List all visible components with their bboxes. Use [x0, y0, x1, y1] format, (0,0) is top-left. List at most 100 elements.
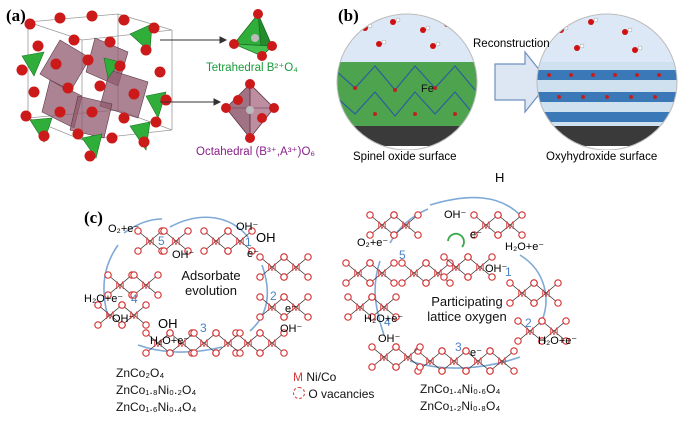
- metal-symbol: M: [199, 338, 208, 350]
- metal-symbol: M: [377, 268, 386, 280]
- formula-znco18ni02o4: ZnCo₁.₈Ni₀.₂O₄: [116, 383, 197, 397]
- m-o-motif: M: [494, 211, 526, 239]
- oxygen-atom: [86, 10, 98, 22]
- oxygen-atom: [62, 82, 74, 94]
- oxygen-atom: [114, 60, 126, 72]
- oxygen-atoms: [16, 10, 172, 162]
- oxygen-atom: [154, 66, 166, 78]
- e-minus-left-a: e⁻: [247, 248, 259, 260]
- metal-symbol: M: [497, 356, 506, 368]
- oxygen-atom: [138, 136, 150, 148]
- lattice-line-1: Participating: [431, 294, 503, 309]
- oxygen-atom: [104, 36, 116, 48]
- fe-label: Fe: [421, 83, 434, 95]
- oxygen-atom: [68, 34, 80, 46]
- metal-symbol: M: [177, 338, 186, 350]
- oxygen-atom: [50, 58, 62, 70]
- metal-symbol: M: [517, 288, 526, 300]
- oxygen-atom: [54, 106, 66, 118]
- surface-reconstruction-illustration: Fe: [336, 13, 678, 150]
- water-e-left-b: H₂O+e⁻: [150, 335, 190, 347]
- metal-symbol: M: [403, 352, 412, 364]
- metal-symbol: M: [433, 268, 442, 280]
- oh-minus-left-c: OH⁻: [112, 313, 135, 325]
- oxygen-atom: [24, 18, 36, 30]
- oxygen-atom: [72, 128, 84, 140]
- left-step-5: 5: [158, 234, 165, 248]
- formula-znco14ni06o4: ZnCo₁.₄Ni₀.₆O₄: [420, 382, 501, 396]
- left-step-3: 3: [200, 321, 207, 335]
- oh-left-bottom: OH: [158, 316, 178, 331]
- tetrahedral-label: Tetrahedral B²⁺O₄: [206, 62, 298, 74]
- right-step-3: 3: [455, 340, 462, 354]
- metal-symbol: M: [481, 220, 490, 232]
- metal-symbol: M: [475, 262, 484, 274]
- metal-symbol: M: [115, 280, 124, 292]
- metal-symbol: M: [243, 338, 252, 350]
- m-o-motif: M: [130, 271, 162, 299]
- water-e-left: H₂O+e⁻: [84, 293, 124, 305]
- inset-arrows: [160, 36, 228, 106]
- m-o-motif: M: [486, 347, 518, 375]
- oh-left-top: OH: [256, 230, 276, 245]
- metal-symbol: M: [379, 302, 388, 314]
- right-step-4: 4: [384, 315, 391, 329]
- oxygen-atom: [150, 116, 162, 128]
- octahedron-inset: [221, 79, 279, 143]
- formula-znco12ni08o4: ZnCo₁.₂Ni₀.₈O₄: [420, 399, 501, 413]
- metal-symbol: M: [409, 268, 418, 280]
- adsorbate-line-2: evolution: [184, 283, 238, 298]
- m-o-motif: M: [224, 227, 256, 255]
- water-e-right-c: H₂O+e⁻: [364, 313, 404, 325]
- oxygen-atom: [82, 54, 94, 66]
- vacancy-icon: [293, 387, 305, 399]
- reconstruction-arrow: [494, 50, 550, 114]
- left-step-4: 4: [131, 292, 138, 306]
- metal-symbol: M: [355, 302, 364, 314]
- m-o-motif: M: [392, 343, 424, 371]
- oh-minus-right-b: OH⁻: [485, 263, 508, 275]
- o2-e-label-right: O₂+e⁻: [357, 237, 389, 249]
- oxygen-atom: [160, 94, 172, 106]
- tetrahedron-inset: [229, 9, 277, 61]
- oxygen-atom: [32, 40, 44, 52]
- metal-symbol: M: [379, 352, 388, 364]
- m-o-motif: M: [160, 227, 192, 255]
- m-o-motif: M: [538, 317, 570, 345]
- oxygen-atom: [106, 132, 118, 144]
- spinel-caption: Spinel oxide surface: [353, 151, 457, 163]
- oh-minus-left-d: OH⁻: [280, 323, 303, 335]
- left-formula-list: ZnCo₂O₄ ZnCo₁.₈Ni₀.₂O₄ ZnCo₁.₆Ni₀.₄O₄: [116, 365, 196, 416]
- oxyhydroxide-surface-circle: [537, 14, 677, 146]
- oxygen-atom: [28, 86, 40, 98]
- lattice-oxygen-label: Participating lattice oxygen: [412, 294, 522, 324]
- e-minus-left-b: e⁻: [285, 303, 297, 315]
- metal-symbol: M: [353, 268, 362, 280]
- metal-symbol: M: [291, 302, 300, 314]
- formula-znco16ni04o4: ZnCo₁.₆Ni₀.₄O₄: [116, 400, 197, 414]
- oxygen-atom: [128, 88, 140, 100]
- reconstruction-label: Reconstruction: [473, 38, 550, 50]
- m-o-motif: M: [280, 293, 312, 321]
- metal-symbol: M: [223, 338, 232, 350]
- water-e-right-b: H₂O+e⁻: [538, 335, 578, 347]
- metal-symbol: M: [291, 262, 300, 274]
- adsorbate-evolution-label: Adsorbate evolution: [166, 268, 256, 298]
- o2-e-label-left: O₂+e⁻: [108, 223, 140, 235]
- oh-minus-left-a: OH⁻: [172, 249, 195, 261]
- water-e-right-a: H₂O+e⁻: [505, 241, 545, 253]
- panel-b-tag: (b): [338, 6, 359, 25]
- m-o-motif: M: [212, 329, 244, 357]
- metal-symbol: M: [141, 280, 150, 292]
- right-step-5: 5: [399, 248, 406, 262]
- left-cycle-arrows: [103, 216, 269, 353]
- oh-minus-left-b: OH⁻: [236, 221, 259, 233]
- metal-symbol: M: [267, 262, 276, 274]
- legend-vacancy: O vacancies: [293, 387, 374, 401]
- metal-symbol: M: [549, 326, 558, 338]
- m-o-motif: M: [166, 329, 198, 357]
- oxygen-atom: [38, 130, 50, 142]
- adsorbate-line-1: Adsorbate: [181, 268, 241, 283]
- oxygen-atom: [118, 14, 130, 26]
- m-o-motif: M: [438, 347, 470, 375]
